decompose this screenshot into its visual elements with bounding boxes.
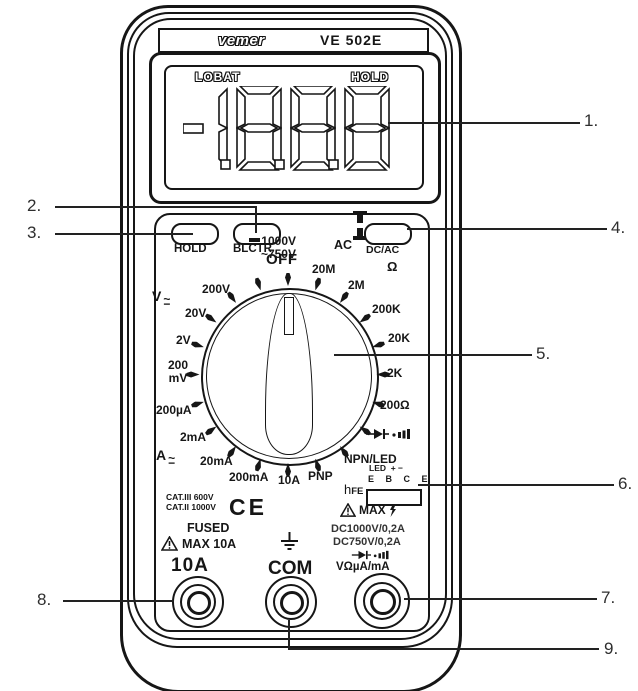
dial-position-200v: 200V (202, 282, 231, 296)
max-current-warning: MAX 10A (161, 536, 236, 551)
dial-position-2ma: 2mA (180, 430, 207, 444)
callout-4: 4. (611, 218, 626, 237)
dial-position-750v: ~750V (260, 247, 296, 261)
dc-bar-icon (249, 238, 261, 242)
callout-2: 2. (27, 196, 42, 215)
dial-position-200k: 200K (372, 302, 401, 316)
fused-label: FUSED (187, 521, 230, 535)
callout-line-5 (334, 354, 532, 356)
callout-5: 5. (536, 344, 551, 363)
dial-position-200ma: 200mA (229, 470, 269, 484)
callout-line-7 (404, 598, 597, 600)
dial-position-20k: 20K (388, 331, 411, 345)
dial-position-20v: 20V (185, 306, 207, 320)
callout-7: 7. (601, 588, 616, 607)
ohm-symbol: Ω (387, 259, 398, 274)
ground-icon (281, 532, 298, 550)
callout-8: 8. (37, 590, 52, 609)
cat-rating-1: CAT.III 600V (166, 492, 214, 502)
diode-buzzer-icon (366, 429, 410, 439)
warning-triangle-icon (340, 503, 356, 517)
dial-position-2k: 2K (387, 366, 403, 380)
dial-position-npn-led: NPN/LED (344, 452, 397, 466)
hold-button-label: HOLD (174, 243, 207, 255)
jack-com-hole (280, 591, 304, 615)
brand-bar: vemer VE 502E (158, 28, 429, 53)
dcac-button-label: DC/AC (366, 244, 400, 256)
backlight-button[interactable] (233, 223, 281, 245)
dc-plug-icon-bottom (353, 228, 367, 240)
dial-position-2m: 2M (348, 278, 365, 292)
dial-position-pnp: PNP (308, 469, 333, 483)
callout-line-4 (407, 228, 607, 230)
callout-line-9b (288, 648, 599, 650)
hold-indicator: HOLD (351, 70, 389, 84)
dc-warning-1: DC1000V/0,2A (331, 523, 405, 535)
lobat-indicator: LOBAT (195, 70, 241, 84)
dial-position-200ua: 200µA (156, 403, 192, 417)
dial-position-1000v: 1000V ~750V (228, 235, 296, 261)
dial-position-off: OFF (266, 251, 298, 268)
body-outline-mid (127, 12, 453, 648)
callout-3: 3. (27, 223, 42, 242)
callout-6: 6. (618, 474, 633, 493)
lightning-icon (389, 503, 396, 517)
callout-line-6 (418, 484, 614, 486)
dial-position-2v: 2V (176, 333, 191, 347)
jack-label-vohm: VΩµA/mA (336, 561, 390, 573)
diode-buzzer-icon (351, 550, 389, 560)
acdc-icon: ~− (163, 292, 171, 311)
dial-position-10a: 10A (278, 473, 301, 487)
jack-10a-hole (187, 591, 211, 615)
dial-position-20ma: 20mA (200, 454, 233, 468)
warning-triangle-icon (161, 536, 178, 551)
callout-line-9a (288, 620, 290, 650)
ac-label: AC (334, 238, 353, 252)
dial-position-20m: 20M (312, 262, 336, 276)
callout-line-8 (63, 600, 174, 602)
jack-vohm-hole (370, 589, 396, 615)
jack-label-10a: 10A (171, 555, 209, 576)
callout-line-2b (255, 206, 257, 233)
callout-9: 9. (604, 639, 619, 658)
hfe-label: hFE (344, 482, 364, 497)
dc-plug-icon-top (353, 211, 367, 223)
amp-acdc-symbol: A~− (156, 447, 176, 470)
dc-warning-2: DC750V/0,2A (333, 536, 401, 548)
ce-mark: CE (229, 494, 267, 520)
backlight-button-label: BLCTR (233, 243, 272, 255)
lcd-digits (183, 86, 390, 171)
callout-1: 1. (584, 111, 599, 130)
callout-line-2 (55, 206, 256, 208)
callout-line-3 (55, 233, 193, 235)
dc-max-warning: MAX (340, 503, 397, 517)
transistor-pins: E B C E (368, 474, 433, 484)
dial-tick (285, 273, 291, 286)
knob-grip (284, 297, 294, 335)
brand-logo: vemer (218, 32, 265, 49)
dcac-button[interactable] (364, 223, 412, 245)
hfe-polarity: + − (390, 463, 404, 473)
volt-acdc-symbol: V~− (152, 288, 171, 311)
body-outline-inner (133, 18, 447, 640)
callout-line-1 (388, 122, 580, 124)
cat-rating-2: CAT.II 1000V (166, 502, 216, 512)
jack-label-com: COM (268, 558, 313, 579)
hfe-led-row: LED + − (369, 463, 404, 473)
dial-position-200ohm: 200Ω (380, 398, 410, 412)
acdc-icon: ~− (168, 451, 176, 470)
model-number: VE 502E (320, 32, 383, 48)
